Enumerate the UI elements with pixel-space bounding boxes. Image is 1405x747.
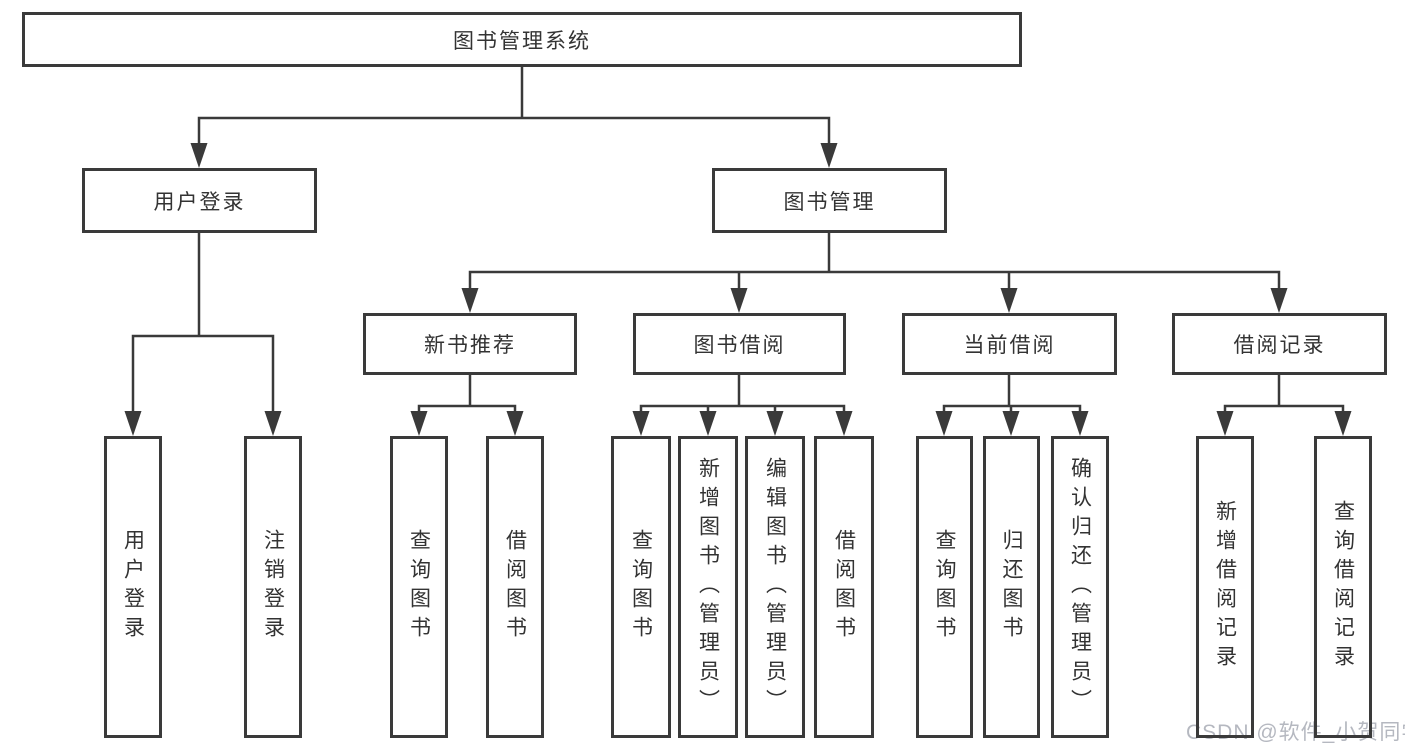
leaf-add-borrow-record: 新增借阅记录 xyxy=(1196,436,1254,738)
leaf-confirm-return-admin: 确认归还（管理员） xyxy=(1051,436,1109,738)
leaf-label: 编辑图书（管理员） xyxy=(763,456,787,718)
leaf-label: 查询借阅记录 xyxy=(1331,500,1355,674)
node-label: 图书借阅 xyxy=(693,334,786,357)
leaf-label: 归还图书 xyxy=(1000,529,1023,645)
node-new-book-recommend: 新书推荐 xyxy=(363,313,577,375)
node-label: 当前借阅 xyxy=(963,334,1056,357)
node-user-login: 用户登录 xyxy=(82,168,317,233)
leaf-label: 查询图书 xyxy=(407,529,431,645)
leaf-logout: 注销登录 xyxy=(244,436,302,738)
leaf-query-borrow-record: 查询借阅记录 xyxy=(1314,436,1372,738)
leaf-query-books-current: 查询图书 xyxy=(916,436,973,738)
node-book-management: 图书管理 xyxy=(712,168,947,233)
node-label: 借阅记录 xyxy=(1233,334,1326,357)
node-label: 图书管理 xyxy=(783,190,876,214)
leaf-borrow-books-recommend: 借阅图书 xyxy=(486,436,544,738)
edge-book-borrowing-to-leaves xyxy=(632,375,853,436)
leaf-label: 用户登录 xyxy=(121,529,145,645)
leaf-label: 新增图书（管理员） xyxy=(696,456,720,718)
node-book-borrowing: 图书借阅 xyxy=(633,313,846,375)
leaf-label: 查询图书 xyxy=(629,529,653,645)
node-library-management-system: 图书管理系统 xyxy=(22,12,1022,67)
leaf-add-books-admin: 新增图书（管理员） xyxy=(678,436,738,738)
edge-root-to-level1 xyxy=(190,67,838,168)
leaf-label: 注销登录 xyxy=(261,529,285,645)
node-label: 用户登录 xyxy=(153,190,246,214)
leaf-user-login: 用户登录 xyxy=(104,436,162,738)
edge-user-login-to-leaves xyxy=(124,233,282,436)
leaf-edit-books-admin: 编辑图书（管理员） xyxy=(745,436,805,738)
leaf-label: 确认归还（管理员） xyxy=(1068,456,1092,718)
leaf-query-books-borrowing: 查询图书 xyxy=(611,436,671,738)
edge-current-borrowing-to-leaves xyxy=(935,375,1089,436)
leaf-query-books-recommend: 查询图书 xyxy=(390,436,448,738)
node-borrowing-records: 借阅记录 xyxy=(1172,313,1387,375)
node-label: 图书管理系统 xyxy=(453,29,591,53)
node-current-borrowing: 当前借阅 xyxy=(902,313,1117,375)
edge-new-book-recommend-to-leaves xyxy=(410,375,524,436)
leaf-return-books: 归还图书 xyxy=(983,436,1040,738)
leaf-label: 借阅图书 xyxy=(832,529,856,645)
leaf-borrow-books: 借阅图书 xyxy=(814,436,874,738)
leaf-label: 新增借阅记录 xyxy=(1213,500,1237,674)
node-label: 新书推荐 xyxy=(424,334,516,357)
leaf-label: 借阅图书 xyxy=(503,529,527,645)
csdn-watermark: CSDN @软件_小贺同学 xyxy=(1186,721,1405,744)
leaf-label: 查询图书 xyxy=(933,529,956,645)
edge-borrowing-records-to-leaves xyxy=(1216,375,1352,436)
edge-book-management-to-level2 xyxy=(461,233,1288,313)
